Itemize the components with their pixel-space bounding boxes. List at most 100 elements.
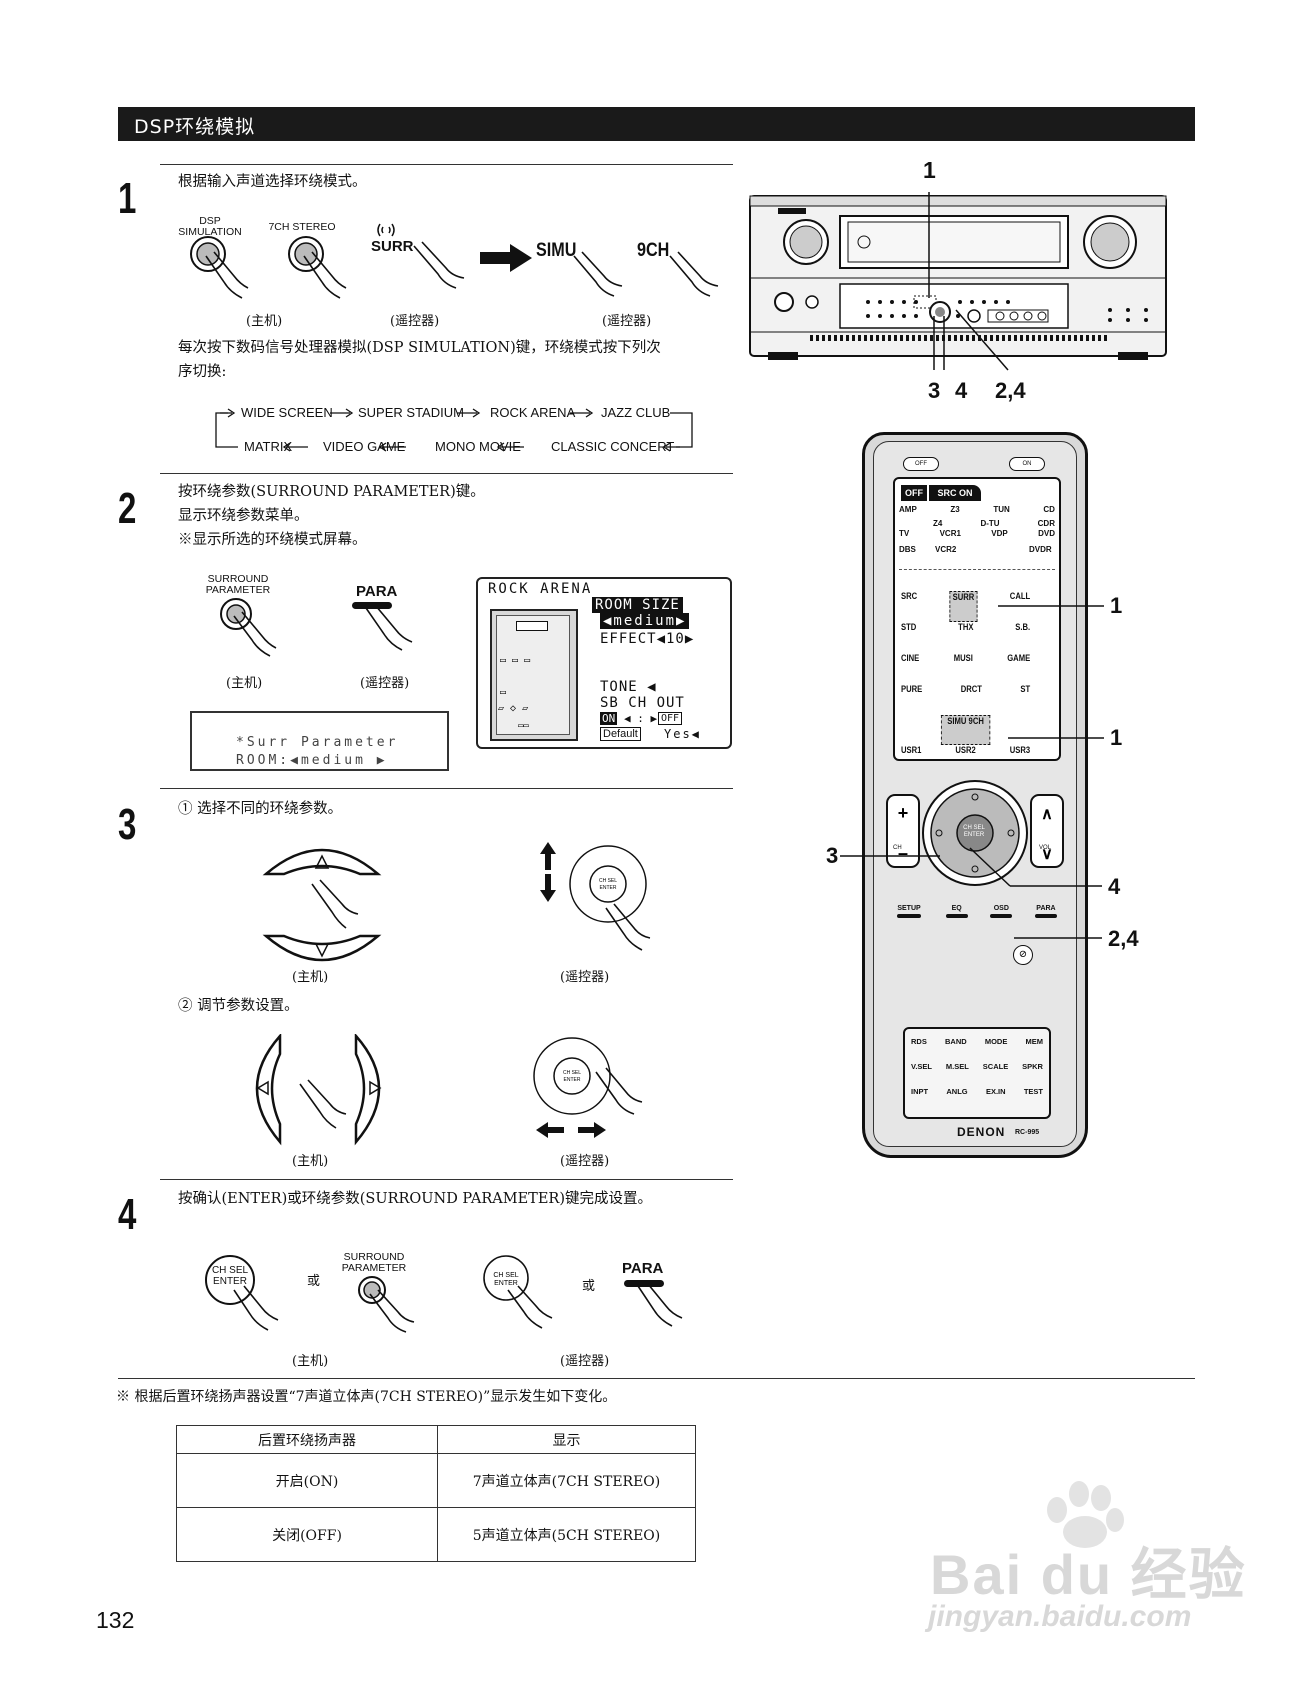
mode-usr1[interactable]: USR1 xyxy=(901,745,922,755)
source-cdr[interactable]: CDR xyxy=(1037,519,1055,528)
mode-std[interactable]: STD xyxy=(901,622,917,632)
source-z3[interactable]: Z3 xyxy=(950,505,960,514)
key-test[interactable]: TEST xyxy=(1023,1087,1043,1096)
svg-text:CH SEL: CH SEL xyxy=(563,1070,581,1076)
source-grid: AMP Z3 TUN CD Z4 D-TU CDR TV VCR1 VDP DVD DBS VCR… xyxy=(899,505,1055,559)
paw-logo xyxy=(1047,1481,1124,1548)
enter-button-main xyxy=(205,1255,279,1331)
key-anlg[interactable]: ANLG xyxy=(946,1087,968,1096)
mode-pure[interactable]: PURE xyxy=(901,684,923,694)
key-spkr[interactable]: SPKR xyxy=(1022,1062,1043,1071)
setup-button[interactable]: SETUP xyxy=(891,905,927,918)
mode-item: MATRIX xyxy=(244,439,293,454)
source-vdp[interactable]: VDP xyxy=(991,529,1008,538)
key-msel[interactable]: M.SEL xyxy=(945,1062,969,1071)
para-button-icon xyxy=(352,602,413,651)
caption-remote: (遥控器) xyxy=(560,970,610,985)
mode-thx[interactable]: THX xyxy=(958,622,974,632)
on-button[interactable]: ON xyxy=(1009,457,1045,471)
key-vsel[interactable]: V.SEL xyxy=(911,1062,932,1071)
callout-number: 1 xyxy=(1110,593,1123,618)
source-dvdr[interactable]: DVDR xyxy=(1029,545,1052,554)
enter-button-remote: CH SEL ENTER xyxy=(483,1255,553,1329)
mode-musi[interactable]: MUSI xyxy=(953,653,973,663)
svg-text:∨: ∨ xyxy=(1041,846,1053,863)
source-vcr1[interactable]: VCR1 xyxy=(939,529,961,538)
caption-main: (主机) xyxy=(246,314,283,329)
osd-effect: EFFECT◀10▶ xyxy=(600,631,695,647)
mode-cine[interactable]: CINE xyxy=(901,653,920,663)
key-scale[interactable]: SCALE xyxy=(982,1062,1009,1071)
mode-surr[interactable]: SURR xyxy=(949,591,978,622)
source-dvd[interactable]: DVD xyxy=(1038,529,1055,538)
tab-src-on[interactable]: SRC ON xyxy=(929,485,981,501)
key-rds[interactable]: RDS xyxy=(911,1037,927,1046)
callout-number: 1 xyxy=(923,157,936,183)
source-tun[interactable]: TUN xyxy=(993,505,1010,514)
divider xyxy=(160,1179,733,1180)
key-mode[interactable]: MODE xyxy=(984,1037,1008,1046)
remote-control: OFF ON OFF SRC ON AMP Z3 TUN CD Z4 D-TU CDR T… xyxy=(862,432,1088,1158)
caption-remote: (遥控器) xyxy=(360,676,410,691)
eq-button[interactable]: EQ xyxy=(942,905,972,918)
osd-default: Default xyxy=(600,727,641,741)
table-header: 后置环绕扬声器 xyxy=(176,1425,438,1454)
para-label: PARA xyxy=(622,1260,664,1277)
cursor-pad[interactable]: + – ∧ ∨ xyxy=(885,777,1065,897)
mode-usr3[interactable]: USR3 xyxy=(1009,745,1031,755)
key-inpt[interactable]: INPT xyxy=(911,1087,929,1096)
mode-item: WIDE SCREEN xyxy=(241,405,333,420)
page-number: 132 xyxy=(96,1607,135,1633)
cursor-left-right-remote: CH SEL ENTER xyxy=(533,1037,643,1138)
svg-text:CH SEL: CH SEL xyxy=(599,878,617,884)
model-label: RC-995 xyxy=(1015,1129,1040,1136)
svg-text:ENTER: ENTER xyxy=(600,885,617,891)
source-dtu[interactable]: D-TU xyxy=(980,519,1000,528)
off-button[interactable]: OFF xyxy=(903,457,939,471)
source-tv[interactable]: TV xyxy=(899,529,910,538)
enter-button[interactable]: CH SEL ENTER xyxy=(963,825,985,838)
front-panel-display: *Surr Parameter ROOM:◀medium ▶ xyxy=(190,711,449,771)
step-note: ※显示所选的环绕模式屏幕。 xyxy=(178,532,367,548)
or-label: 或 xyxy=(307,1274,321,1289)
para-button[interactable]: PARA xyxy=(1031,905,1061,918)
mode-st[interactable]: ST xyxy=(1020,684,1031,694)
ch-sel-enter-label: CH SEL ENTER xyxy=(211,1265,249,1287)
source-amp[interactable]: AMP xyxy=(899,505,917,514)
key-band[interactable]: BAND xyxy=(945,1037,967,1046)
table-cell: 7声道立体声(7CH STEREO) xyxy=(437,1453,696,1508)
mode-game[interactable]: GAME xyxy=(1007,653,1031,663)
source-dbs[interactable]: DBS xyxy=(899,545,916,554)
room-diagram: ▭ ▭ ▭ ▭ ▱ ◇ ▱ ▭▭ xyxy=(490,609,578,741)
key-mem[interactable]: MEM xyxy=(1025,1037,1043,1046)
mode-usr2[interactable]: USR2 xyxy=(955,745,976,755)
osd-button[interactable]: OSD xyxy=(986,905,1016,918)
stereo-button-icon xyxy=(288,236,347,299)
bottom-keypad: RDS BAND MODE MEM V.SEL M.SEL SCALE SPKR INPT A… xyxy=(903,1027,1051,1119)
mode-simu-9ch[interactable]: SIMU 9CH xyxy=(941,715,990,745)
caption-remote: (遥控器) xyxy=(560,1154,610,1169)
source-vcr2[interactable]: VCR2 xyxy=(935,545,957,554)
callout-number: 1 xyxy=(1110,725,1123,750)
source-cd[interactable]: CD xyxy=(1043,505,1055,514)
up-down-buttons-main xyxy=(262,848,382,962)
table-header-row: 后置环绕扬声器 显示 xyxy=(176,1425,696,1454)
mode-drct[interactable]: DRCT xyxy=(960,684,982,694)
svg-text:∧: ∧ xyxy=(1041,806,1053,823)
key-exin[interactable]: EX.IN xyxy=(985,1087,1006,1096)
mode-sb[interactable]: S.B. xyxy=(1015,622,1031,632)
9ch-label: 9CH xyxy=(637,240,670,261)
caption-main: (主机) xyxy=(292,970,329,985)
source-z4[interactable]: Z4 xyxy=(933,519,943,528)
step-substep: ① 选择不同的环绕参数。 xyxy=(178,801,343,817)
table-cell: 关闭(OFF) xyxy=(176,1507,438,1562)
svg-text:CH SEL: CH SEL xyxy=(493,1272,518,1279)
step-text: 按环绕参数(SURROUND PARAMETER)键。 xyxy=(178,484,485,500)
tab-off[interactable]: OFF xyxy=(901,485,927,501)
surround-parameter-button-icon xyxy=(358,1276,415,1333)
mute-icon[interactable]: ⊘ xyxy=(1013,945,1033,965)
osd-sb-ch-out: SB CH OUT xyxy=(600,695,685,711)
mode-call[interactable]: CALL xyxy=(1009,591,1031,601)
mode-src[interactable]: SRC xyxy=(901,591,918,601)
osd-screen: ROCK ARENA ▭ ▭ ▭ ▭ ▱ ◇ ▱ ▭▭ ROOM SIZE ◀m… xyxy=(476,577,732,749)
